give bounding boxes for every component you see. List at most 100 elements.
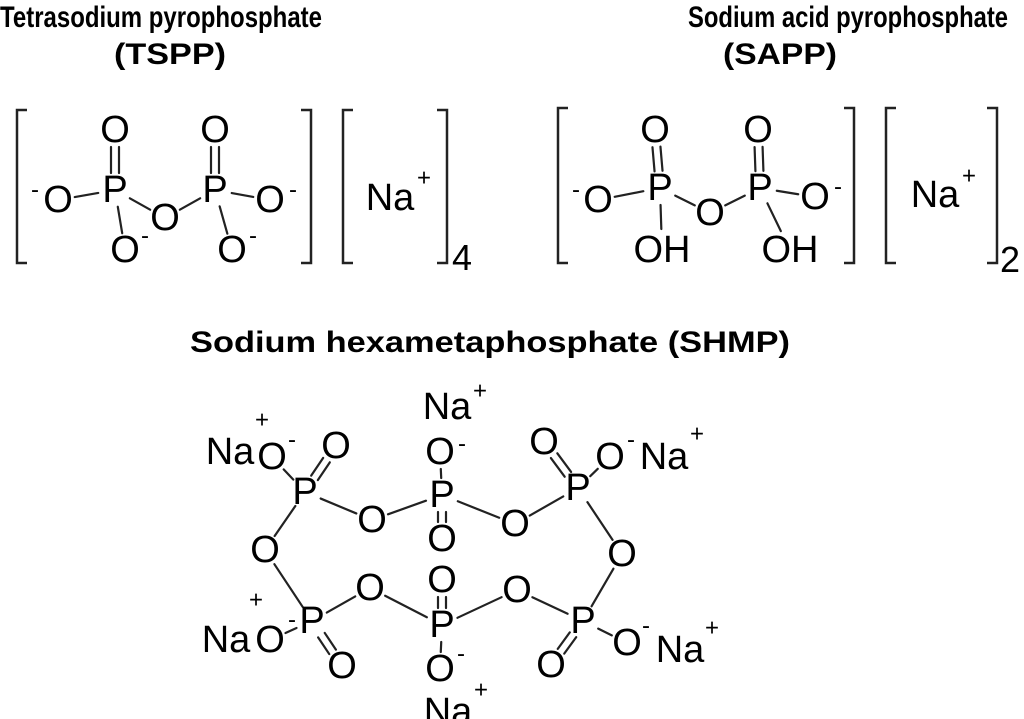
double-bond-line xyxy=(761,145,765,172)
single-bond xyxy=(230,191,255,199)
oxygen-atom: O xyxy=(250,529,280,571)
single-bond xyxy=(273,504,297,538)
oxygen-atom: O xyxy=(327,645,357,687)
sapp-anion-brackets xyxy=(556,106,856,265)
right-bracket xyxy=(844,106,856,265)
double-bond-line xyxy=(310,456,325,477)
double-bond-line xyxy=(563,636,578,655)
single-bond xyxy=(325,595,357,614)
single-bond xyxy=(128,197,152,211)
negative-charge: - xyxy=(642,613,650,640)
tspp-anion-brackets xyxy=(15,108,313,265)
negative-charge: - xyxy=(289,177,297,204)
left-bracket xyxy=(15,108,27,265)
positive-charge: + xyxy=(249,587,263,614)
left-bracket xyxy=(884,106,896,265)
negative-charge: - xyxy=(457,641,465,668)
sapp-sodium-subscript: 2 xyxy=(1000,239,1020,280)
negative-charge: - xyxy=(288,427,296,454)
negative-charge: - xyxy=(288,607,296,634)
double-bond-line xyxy=(317,636,331,656)
phosphorus-atom: P xyxy=(202,169,227,211)
oxygen-atom: O xyxy=(100,109,130,151)
oxygen-atom: O xyxy=(257,436,287,478)
single-bond xyxy=(116,205,124,235)
left-bracket xyxy=(556,106,568,265)
phosphorus-atom: P xyxy=(747,167,772,209)
single-bond xyxy=(674,194,696,207)
phosphorus-atom: P xyxy=(292,471,317,513)
single-bond xyxy=(597,627,613,637)
oxygen-atom: O xyxy=(355,567,385,609)
positive-charge: + xyxy=(255,407,269,434)
oxygen-atom: O xyxy=(43,179,73,221)
oxygen-atom: O xyxy=(695,192,725,234)
oxygen-atom: O xyxy=(321,425,351,467)
sodium-ion: Na xyxy=(424,691,473,719)
phosphorus-atom: P xyxy=(429,474,454,516)
oxygen-atom: O xyxy=(500,503,530,545)
single-bond xyxy=(273,563,304,608)
right-bracket xyxy=(437,108,449,265)
single-bond xyxy=(766,202,782,233)
sodium-ion: Na xyxy=(206,431,255,473)
sodium-ion: Na xyxy=(911,174,960,216)
oxygen-atom: O xyxy=(595,436,625,478)
positive-charge: + xyxy=(417,165,431,192)
phosphorus-atom: P xyxy=(429,604,454,646)
oxygen-atom: O xyxy=(425,431,455,473)
positive-charge: + xyxy=(962,163,976,190)
positive-charge: + xyxy=(705,615,719,642)
oxygen-atom: O xyxy=(357,499,387,541)
oxygen-atom: O xyxy=(536,644,566,686)
oxygen-atom: O xyxy=(743,109,773,151)
single-bond xyxy=(586,501,614,541)
single-bond xyxy=(73,191,100,199)
single-bond xyxy=(282,468,295,481)
single-bond xyxy=(386,499,428,516)
single-bond xyxy=(456,500,501,519)
negative-charge: - xyxy=(458,431,466,458)
positive-charge: + xyxy=(474,677,488,704)
negative-charge: - xyxy=(627,427,635,454)
oxygen-atom: O xyxy=(427,518,457,560)
double-bond-line xyxy=(549,456,566,478)
single-bond xyxy=(613,190,645,198)
single-bond xyxy=(589,467,599,478)
tspp-sodium-subscript: 4 xyxy=(452,237,472,278)
oxygen-atom: O xyxy=(255,179,285,221)
hydroxyl-group: OH xyxy=(762,229,819,271)
sodium-ion: Na xyxy=(366,177,415,219)
single-bond xyxy=(284,626,298,635)
sapp-cation-brackets xyxy=(884,106,999,265)
positive-charge: + xyxy=(690,421,704,448)
oxygen-atom: O xyxy=(502,569,532,611)
sodium-ion: Na xyxy=(202,619,251,661)
single-bond xyxy=(775,189,800,196)
sodium-ion: Na xyxy=(423,386,472,428)
double-bond-line xyxy=(659,145,664,172)
phosphorus-atom: P xyxy=(647,167,672,209)
oxygen-atom: O xyxy=(110,229,140,271)
positive-charge: + xyxy=(473,378,487,405)
oxygen-atom: O xyxy=(607,533,637,575)
single-bond xyxy=(724,194,746,207)
double-bond-line xyxy=(316,461,331,482)
oxygen-atom: O xyxy=(255,619,285,661)
sapp-title: Sodium acid pyrophosphate xyxy=(688,1,1008,34)
sapp-abbreviation: (SAPP) xyxy=(723,38,837,71)
oxygen-atom: O xyxy=(150,197,180,239)
tspp-title: Tetrasodium pyrophosphate xyxy=(0,1,322,34)
hydroxyl-group: OH xyxy=(634,229,691,271)
oxygen-atom: O xyxy=(583,179,613,221)
double-bond-line xyxy=(556,452,573,474)
single-bond xyxy=(319,497,358,515)
left-bracket xyxy=(341,108,353,265)
single-bond xyxy=(659,203,663,231)
negative-charge: - xyxy=(249,223,257,250)
phosphorus-atom: P xyxy=(299,600,324,642)
bonds xyxy=(73,145,800,656)
oxygen-atom: O xyxy=(217,229,247,271)
